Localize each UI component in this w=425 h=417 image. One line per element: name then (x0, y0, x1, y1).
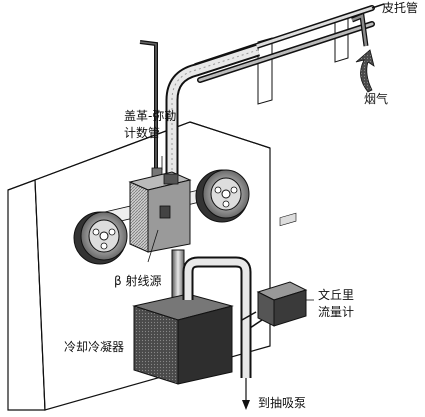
label-venturi-line1: 文丘里 (318, 288, 355, 302)
label-geiger-tube-line1: 盖革-弥勒 (124, 109, 177, 123)
label-cooling-condenser: 冷却冷凝器 (64, 340, 125, 354)
right-tape-reel (195, 169, 250, 223)
measurement-head (128, 171, 192, 253)
to-pump-arrow (242, 378, 250, 410)
outlet-pipe (182, 256, 263, 378)
stack-wall (257, 13, 349, 105)
left-tape-reel (73, 211, 128, 265)
sampling-tube (165, 43, 260, 180)
pitot-tube (193, 3, 385, 83)
label-venturi-line2: 流量计 (318, 305, 355, 319)
leader-lines (147, 156, 314, 301)
label-flue-gas: 烟气 (364, 92, 389, 106)
label-geiger-tube-line2: 计数管 (124, 126, 161, 140)
label-beta-source: β 射线源 (114, 274, 162, 288)
venturi-flowmeter-box (256, 212, 308, 327)
cooling-condenser-box (132, 293, 234, 385)
label-to-suction-pump: 到抽吸泵 (258, 396, 307, 410)
flue-gas-arrow (355, 49, 375, 93)
label-pitot-tube: 皮托管 (382, 1, 419, 15)
